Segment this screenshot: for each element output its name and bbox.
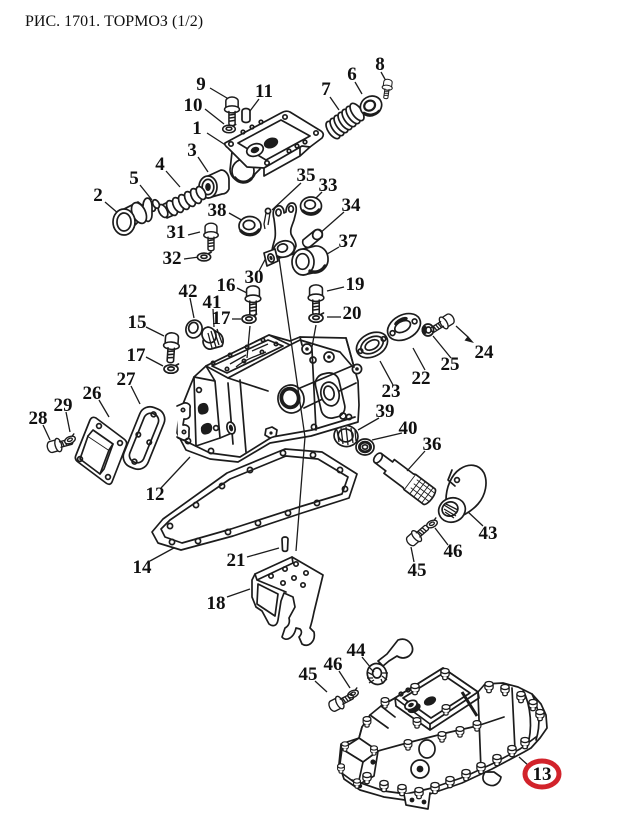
- svg-text:17: 17: [212, 308, 232, 329]
- svg-text:44: 44: [347, 640, 367, 661]
- svg-text:31: 31: [167, 222, 186, 243]
- svg-text:35: 35: [297, 165, 316, 186]
- svg-text:36: 36: [423, 434, 442, 455]
- svg-text:29: 29: [54, 395, 73, 416]
- svg-text:37: 37: [339, 231, 359, 252]
- svg-text:10: 10: [184, 95, 203, 116]
- svg-text:8: 8: [375, 54, 385, 75]
- svg-text:15: 15: [128, 312, 147, 333]
- svg-text:11: 11: [255, 81, 273, 102]
- svg-text:20: 20: [343, 303, 362, 324]
- svg-text:32: 32: [163, 248, 182, 269]
- svg-text:25: 25: [441, 354, 460, 375]
- svg-text:43: 43: [479, 523, 498, 544]
- svg-text:2: 2: [93, 185, 103, 206]
- svg-text:23: 23: [382, 381, 401, 402]
- svg-text:3: 3: [187, 140, 197, 161]
- svg-text:12: 12: [146, 484, 165, 505]
- svg-text:42: 42: [179, 281, 198, 302]
- svg-text:30: 30: [245, 267, 264, 288]
- svg-text:14: 14: [133, 557, 153, 578]
- svg-text:19: 19: [346, 274, 365, 295]
- svg-text:46: 46: [324, 654, 343, 675]
- svg-text:17: 17: [127, 345, 147, 366]
- svg-text:45: 45: [299, 664, 318, 685]
- svg-text:24: 24: [475, 342, 495, 363]
- svg-text:34: 34: [342, 195, 362, 216]
- svg-text:9: 9: [196, 74, 206, 95]
- svg-text:РИС. 1701. ТОРМОЗ (1/2): РИС. 1701. ТОРМОЗ (1/2): [25, 13, 203, 30]
- svg-text:4: 4: [155, 154, 165, 175]
- svg-text:39: 39: [376, 401, 395, 422]
- svg-text:40: 40: [399, 418, 418, 439]
- svg-text:21: 21: [227, 550, 246, 571]
- svg-text:38: 38: [208, 200, 227, 221]
- svg-text:18: 18: [207, 593, 226, 614]
- svg-text:45: 45: [408, 560, 427, 581]
- svg-text:16: 16: [217, 275, 236, 296]
- svg-text:6: 6: [347, 64, 357, 85]
- svg-text:5: 5: [129, 168, 139, 189]
- svg-text:33: 33: [319, 175, 338, 196]
- svg-text:46: 46: [444, 541, 463, 562]
- svg-text:7: 7: [321, 79, 331, 100]
- svg-text:1: 1: [192, 118, 202, 139]
- svg-text:13: 13: [533, 764, 552, 785]
- svg-text:27: 27: [117, 369, 137, 390]
- svg-text:26: 26: [83, 383, 102, 404]
- svg-text:28: 28: [29, 408, 48, 429]
- svg-text:22: 22: [412, 368, 431, 389]
- svg-text:41: 41: [203, 292, 222, 313]
